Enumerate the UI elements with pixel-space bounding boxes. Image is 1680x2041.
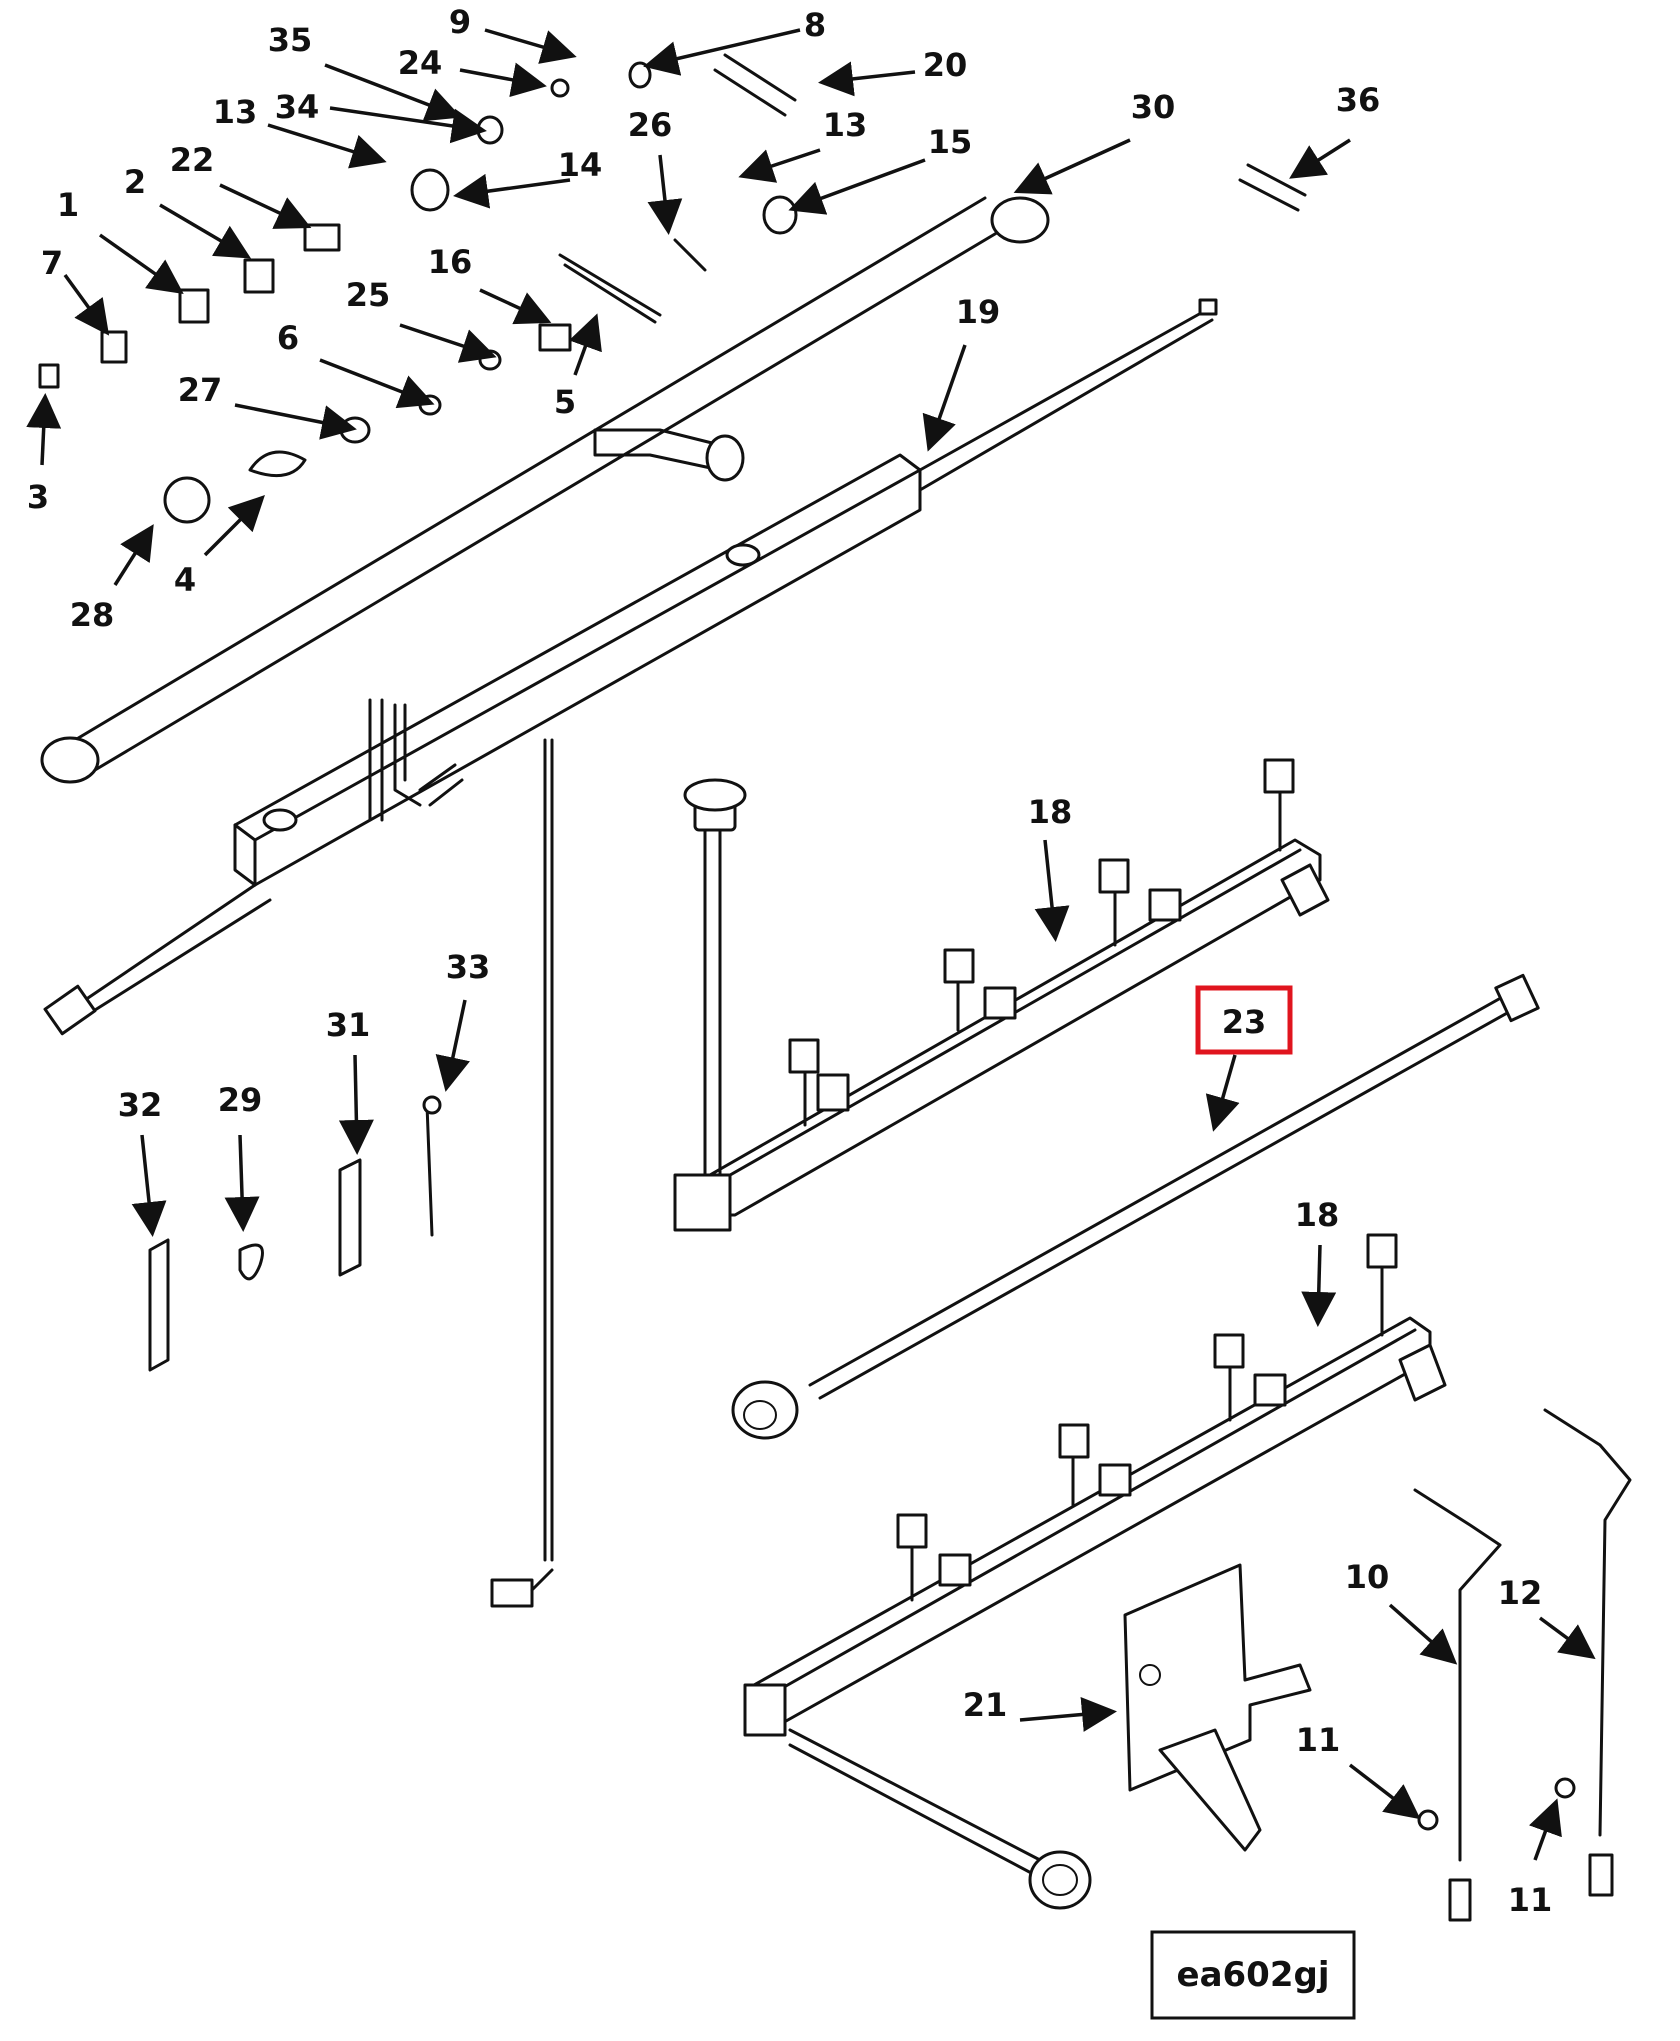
leader-arrows bbox=[26, 28, 1596, 1861]
callout-16: 16 bbox=[428, 243, 473, 281]
callout-35: 35 bbox=[268, 21, 313, 59]
callout-11-left: 11 bbox=[1296, 1721, 1341, 1759]
callout-21: 21 bbox=[963, 1686, 1008, 1724]
callout-12: 12 bbox=[1498, 1574, 1543, 1612]
callout-20: 20 bbox=[923, 46, 968, 84]
callout-5: 5 bbox=[554, 383, 576, 421]
callout-18-upper: 18 bbox=[1028, 793, 1073, 831]
callout-19: 19 bbox=[956, 293, 1001, 331]
callout-18-lower: 18 bbox=[1295, 1196, 1340, 1234]
callout-9: 9 bbox=[449, 3, 471, 41]
callout-8: 8 bbox=[804, 6, 826, 44]
callout-30: 30 bbox=[1131, 88, 1176, 126]
figure-reference-code: ea602gj bbox=[1177, 1955, 1330, 1995]
callout-34: 34 bbox=[275, 88, 320, 126]
callout-1: 1 bbox=[57, 186, 79, 224]
callout-6: 6 bbox=[277, 319, 299, 357]
figure-reference-box: ea602gj bbox=[1150, 1930, 1356, 2020]
callout-10: 10 bbox=[1345, 1558, 1390, 1596]
callout-4: 4 bbox=[174, 561, 196, 599]
callout-29: 29 bbox=[218, 1081, 263, 1119]
callout-28: 28 bbox=[70, 596, 115, 634]
callout-22: 22 bbox=[170, 141, 215, 179]
callout-26: 26 bbox=[628, 106, 673, 144]
part-drawings bbox=[38, 53, 1632, 1922]
callout-36: 36 bbox=[1336, 81, 1381, 119]
callout-7: 7 bbox=[41, 244, 63, 282]
callout-labels: 35 9 8 24 20 13 34 26 13 30 36 22 14 15 … bbox=[27, 3, 1552, 1919]
callout-15: 15 bbox=[928, 123, 973, 161]
callout-13-top-left: 13 bbox=[213, 93, 258, 131]
callout-3: 3 bbox=[27, 478, 49, 516]
callout-13-top-right: 13 bbox=[823, 106, 868, 144]
callout-11-right: 11 bbox=[1508, 1881, 1553, 1919]
highlight-box-23 bbox=[1195, 985, 1293, 1055]
callout-27: 27 bbox=[178, 371, 223, 409]
callout-24: 24 bbox=[398, 44, 443, 82]
callout-32: 32 bbox=[118, 1086, 163, 1124]
callout-33: 33 bbox=[446, 948, 491, 986]
callout-2: 2 bbox=[124, 163, 146, 201]
callout-31: 31 bbox=[326, 1006, 371, 1044]
callout-23: 23 bbox=[1222, 1003, 1267, 1041]
callout-14: 14 bbox=[558, 146, 603, 184]
callout-25: 25 bbox=[346, 276, 391, 314]
